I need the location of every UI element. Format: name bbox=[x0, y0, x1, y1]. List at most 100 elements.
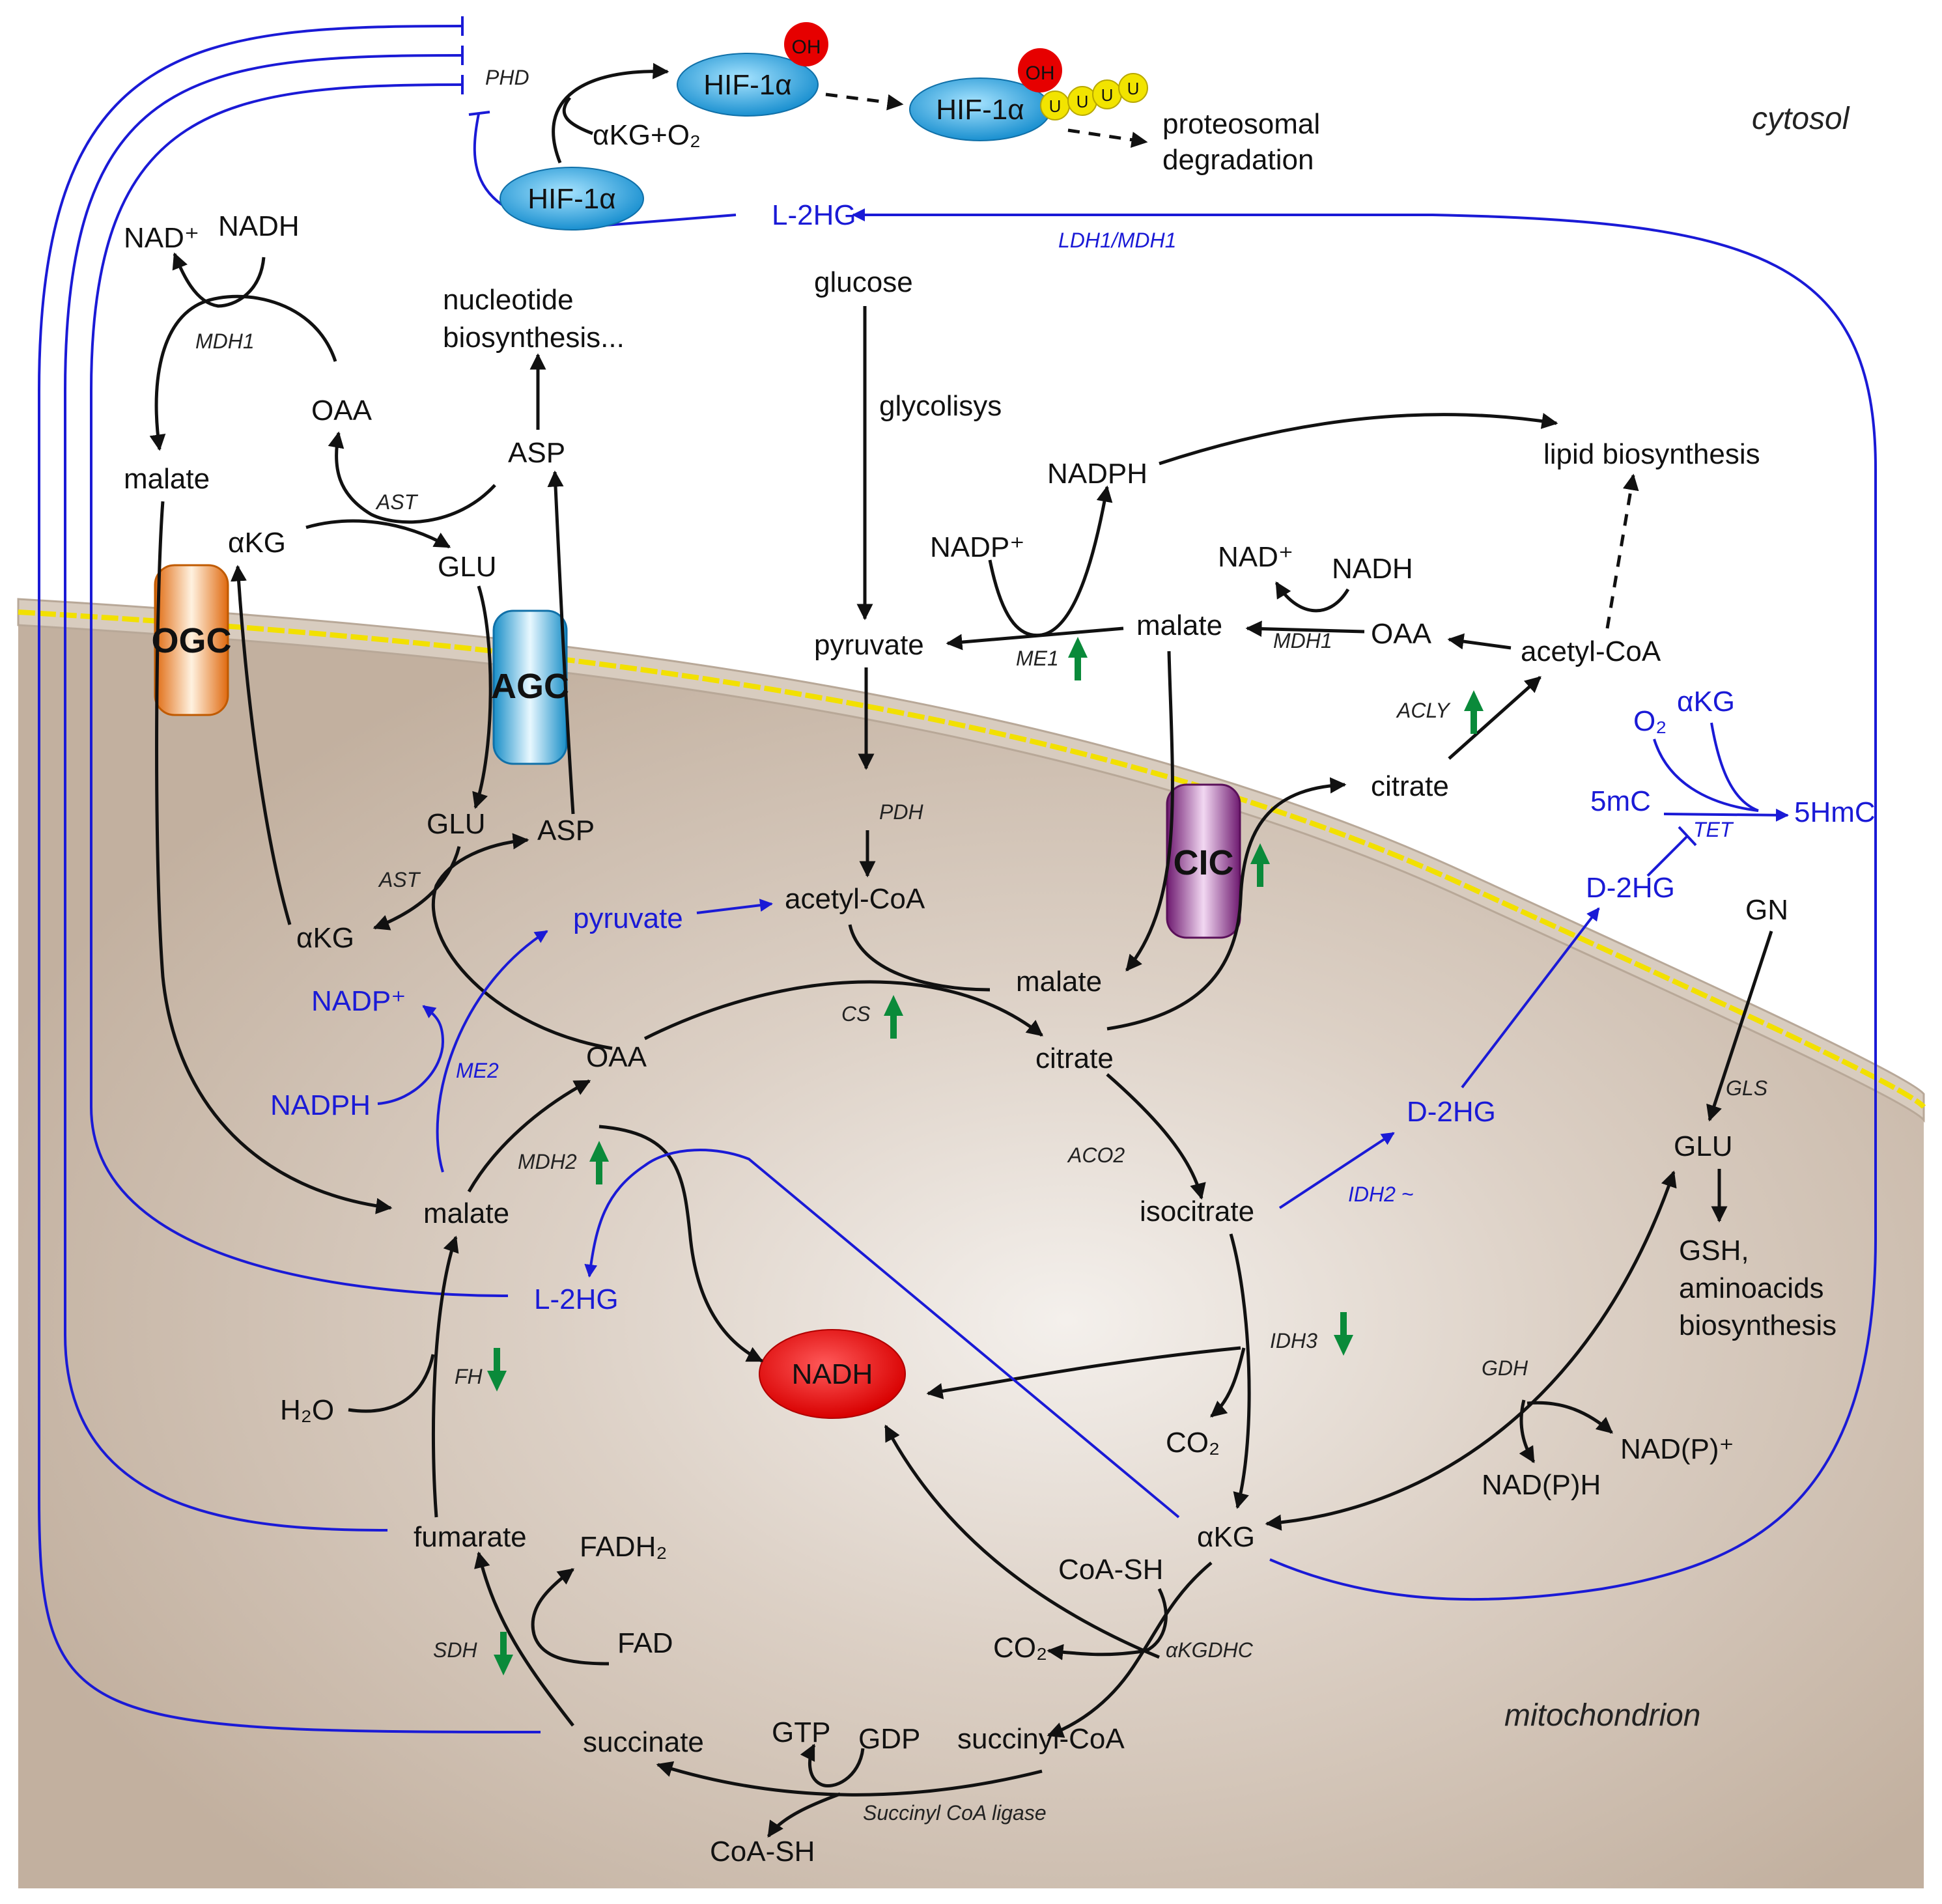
malate-to-pyruvate-blue bbox=[436, 930, 548, 1173]
mito-oaa: OAA bbox=[586, 1041, 647, 1073]
gn-to-glu-arrow bbox=[1706, 931, 1773, 1122]
hif-ub-arrow bbox=[825, 92, 904, 111]
mito-succinyl-coa: succinyl-CoA bbox=[957, 1723, 1125, 1755]
asp-export-line bbox=[547, 470, 575, 815]
acoa-to-lipid-dashed bbox=[1605, 473, 1639, 629]
glucose-label: glucose bbox=[814, 266, 913, 298]
cyto-akg: αKG bbox=[228, 527, 286, 559]
acly-label: ACLY bbox=[1396, 699, 1451, 722]
degradation-arrow bbox=[1067, 128, 1148, 148]
cyto-asp: ASP bbox=[508, 437, 565, 469]
aco2-label: ACO2 bbox=[1067, 1143, 1125, 1167]
ast-label-cyto: AST bbox=[375, 490, 419, 514]
inhibit-bar-4 bbox=[468, 111, 490, 116]
gsh-label-2: aminoacids bbox=[1679, 1272, 1824, 1304]
lipid-label: lipid biosynthesis bbox=[1543, 438, 1760, 470]
nad-plus-1: NAD⁺ bbox=[124, 222, 199, 254]
mito-fumarate: fumarate bbox=[414, 1521, 527, 1553]
pdh-label: PDH bbox=[879, 800, 923, 824]
mito-d2hg: D-2HG bbox=[1407, 1096, 1496, 1128]
idh3-co2-arc bbox=[1210, 1347, 1246, 1418]
ub-3: U bbox=[1101, 85, 1114, 105]
mito-glu-right: GLU bbox=[1674, 1130, 1732, 1162]
mito-l2hg: L-2HG bbox=[534, 1283, 619, 1315]
mito-gtp: GTP bbox=[772, 1716, 830, 1748]
ast-label-mito: AST bbox=[378, 868, 421, 891]
akgdhc-nadh-arc bbox=[884, 1424, 1160, 1659]
nucleotide-label-2: biosynthesis... bbox=[443, 322, 625, 354]
cic-label: CIC bbox=[1174, 843, 1234, 882]
cyto-citrate: citrate bbox=[1371, 770, 1449, 802]
cofactor-arrow bbox=[562, 96, 593, 135]
fumarate-inhibition-line bbox=[64, 54, 463, 1532]
tet-label: TET bbox=[1693, 818, 1734, 841]
succinate-to-fumarate-arc bbox=[474, 1551, 574, 1727]
oaa-to-malate-arc bbox=[149, 294, 337, 451]
cyto-glu: GLU bbox=[438, 551, 496, 583]
ldh-mdh-label: LDH1/MDH1 bbox=[1058, 229, 1176, 252]
mito-nadp-plus: NADP⁺ bbox=[311, 985, 406, 1017]
idh2-label: IDH2 ~ bbox=[1348, 1183, 1413, 1206]
glu-import-line bbox=[472, 585, 492, 809]
cic-up-arrow bbox=[1250, 843, 1270, 887]
cs-label: CS bbox=[841, 1002, 870, 1026]
nadph-nadp-blue-arc bbox=[377, 1005, 445, 1105]
malate-to-oaa-arc bbox=[467, 1079, 591, 1193]
sdh-down-arrow bbox=[494, 1632, 513, 1675]
mito-glu: GLU bbox=[427, 808, 485, 840]
me1-up-arrow bbox=[1068, 637, 1088, 680]
cs-up-arrow bbox=[884, 995, 903, 1039]
mito-oaa-asp-arc bbox=[431, 833, 613, 1050]
mito-akg: αKG bbox=[1197, 1521, 1255, 1553]
ast-asp-oaa-arc bbox=[328, 431, 496, 524]
akg-o2-label: αKG+O₂ bbox=[593, 119, 701, 151]
acoa-to-cs-arc bbox=[848, 924, 991, 992]
acly-up-arrow bbox=[1464, 690, 1484, 734]
mito-akg-left: αKG bbox=[296, 922, 354, 954]
nuc-d2hg: D-2HG bbox=[1586, 872, 1675, 904]
ogc-transporter: OGC bbox=[151, 564, 232, 716]
akg-glu-gdh-arc bbox=[1265, 1170, 1677, 1531]
mito-pyruvate: pyruvate bbox=[573, 903, 683, 934]
gdh-nadph-arc bbox=[1519, 1399, 1536, 1464]
succinate-inhibition-line bbox=[38, 25, 541, 1733]
mito-coash: CoA-SH bbox=[1058, 1554, 1163, 1586]
mito-isocitrate: isocitrate bbox=[1140, 1196, 1254, 1227]
cyto-pyruvate: pyruvate bbox=[814, 629, 924, 661]
gdh-nadp: NAD(P)⁺ bbox=[1620, 1433, 1734, 1465]
hif-ub-label: HIF-1α bbox=[936, 94, 1024, 126]
mitochondrion-matrix bbox=[18, 625, 1924, 1888]
degradation-label-2: degradation bbox=[1162, 144, 1314, 176]
malate-import-line bbox=[155, 501, 393, 1214]
mito-glu-akg-arc bbox=[373, 846, 461, 931]
d2hg-inhibits-tet bbox=[1646, 835, 1688, 877]
mito-co2-b: CO₂ bbox=[993, 1632, 1047, 1664]
mdh1-cofactor-arc bbox=[1274, 581, 1350, 613]
gdh-label: GDH bbox=[1482, 1356, 1528, 1380]
mdh2-label: MDH2 bbox=[518, 1150, 577, 1173]
me1-label: ME1 bbox=[1016, 647, 1059, 670]
d2hg-export-line bbox=[1461, 907, 1600, 1089]
cic-transporter: CIC bbox=[1166, 783, 1241, 939]
gdh-nadp-arc bbox=[1527, 1401, 1613, 1434]
mito-fadh2: FADH₂ bbox=[580, 1531, 667, 1563]
mdh2-nadh-arc bbox=[598, 1125, 764, 1363]
succinylcoa-to-succinate bbox=[656, 1761, 1043, 1797]
gls-label: GLS bbox=[1726, 1076, 1767, 1100]
agc-label: AGC bbox=[491, 667, 569, 706]
ogc-label: OGC bbox=[151, 621, 231, 660]
nuc-akg: αKG bbox=[1677, 686, 1735, 718]
coash-release-arc bbox=[767, 1792, 841, 1838]
mito-h2o: H₂O bbox=[280, 1394, 334, 1426]
oh-label-1: OH bbox=[792, 36, 821, 58]
mito-asp: ASP bbox=[537, 815, 595, 847]
mito-fad: FAD bbox=[617, 1627, 673, 1659]
fumarate-to-malate-arc bbox=[431, 1235, 459, 1518]
degradation-label-1: proteosomal bbox=[1162, 108, 1320, 140]
mito-gdp: GDP bbox=[858, 1723, 920, 1755]
nadh-label: NADH bbox=[792, 1358, 873, 1390]
nuc-5hmc: 5HmC bbox=[1794, 796, 1876, 828]
glycolysis-label: glycolisys bbox=[879, 390, 1002, 422]
nuc-o2: O₂ bbox=[1633, 705, 1667, 737]
